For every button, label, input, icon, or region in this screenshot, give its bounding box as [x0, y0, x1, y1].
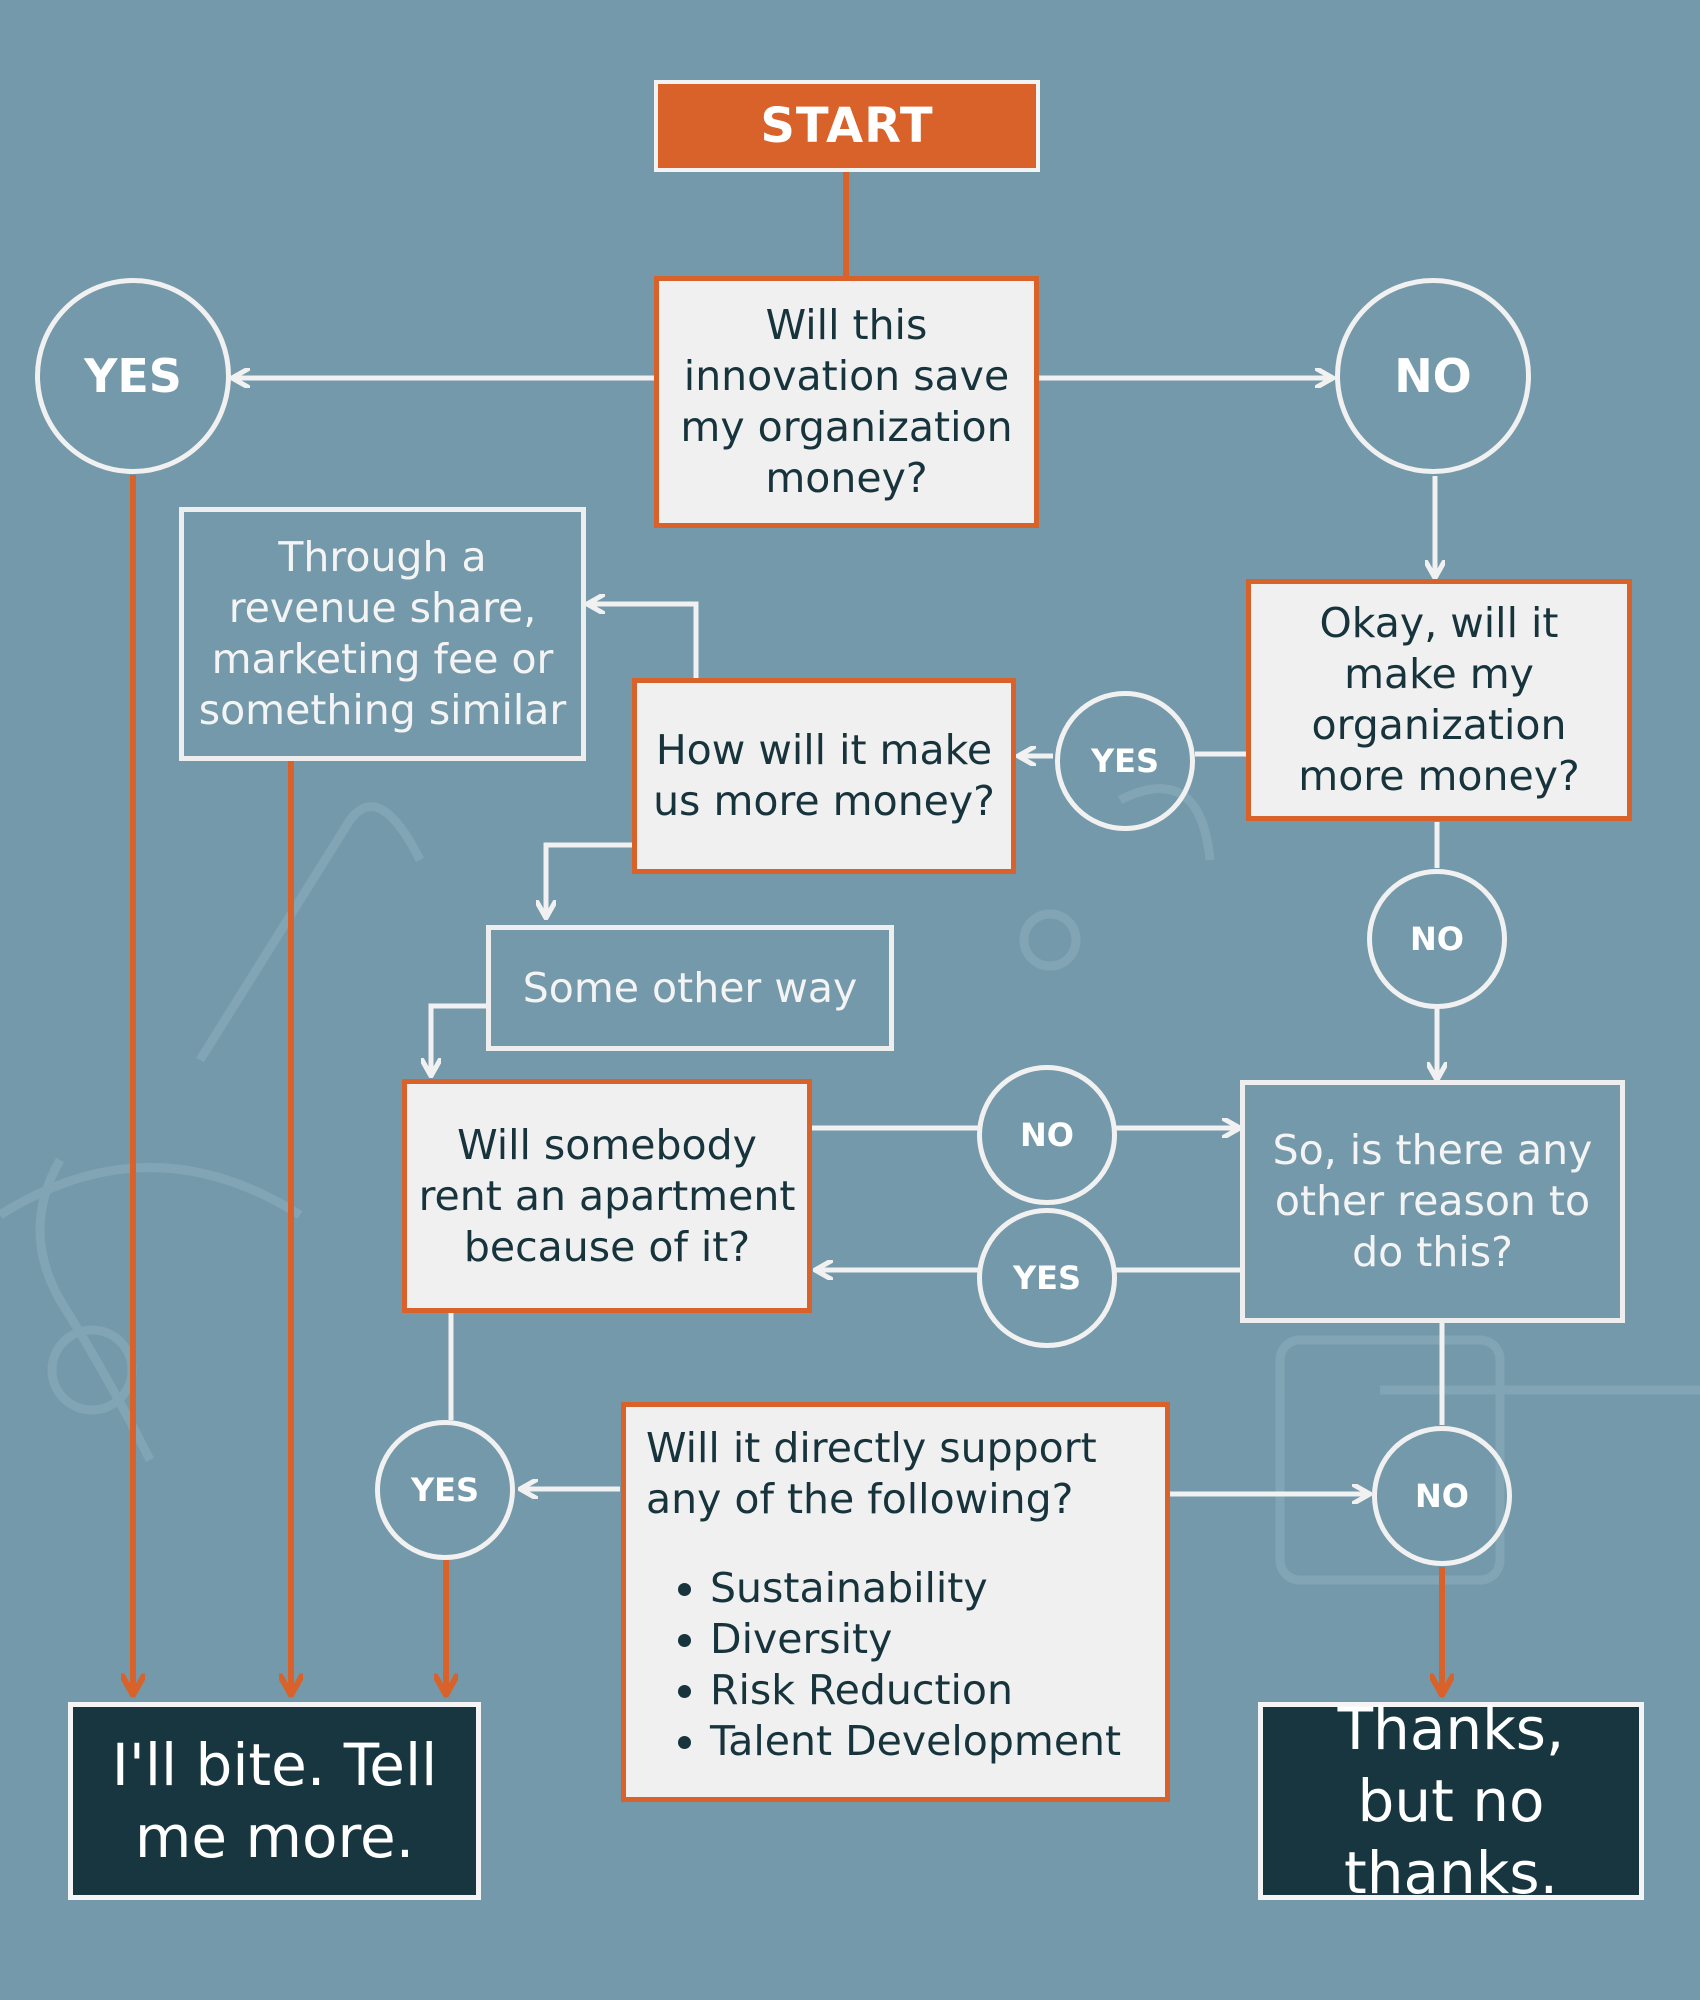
support-question-text: Will it directly support any of the foll… [646, 1424, 1097, 1523]
question-other-reason: So, is there any other reason to do this… [1240, 1080, 1625, 1323]
support-item-sustainability: Sustainability [710, 1563, 1143, 1614]
question-support: Will it directly support any of the foll… [621, 1402, 1170, 1802]
end-tell-me-more: I'll bite. Tell me more. [68, 1702, 481, 1900]
answer-make-no: NO [1367, 869, 1507, 1009]
support-item-risk-reduction: Risk Reduction [710, 1665, 1143, 1716]
end-no-thanks: Thanks, but no thanks. [1258, 1695, 1644, 1907]
answer-save-no: NO [1335, 278, 1531, 474]
answer-reason-yes: YES [977, 1208, 1117, 1348]
answer-save-yes: YES [35, 278, 231, 474]
support-item-talent-development: Talent Development [710, 1716, 1143, 1767]
question-make-money: Okay, will it make my organization more … [1246, 579, 1632, 821]
question-how-money: How will it make us more money? [632, 678, 1016, 874]
start-node: START [654, 80, 1040, 172]
background-decoration [0, 784, 1700, 1585]
question-save-money: Will this innovation save my organizatio… [654, 276, 1039, 528]
answer-make-yes: YES [1055, 691, 1195, 831]
arrow-other-way-to-q-rent [431, 1003, 487, 1076]
support-item-diversity: Diversity [710, 1614, 1143, 1665]
info-other-way: Some other way [486, 925, 894, 1051]
answer-rent-no: NO [977, 1065, 1117, 1205]
question-rent-apartment: Will somebody rent an apartment because … [402, 1079, 812, 1313]
support-list: Sustainability Diversity Risk Reduction … [646, 1563, 1143, 1767]
info-revenue-share: Through a revenue share, marketing fee o… [179, 507, 586, 761]
answer-support-yes: YES [375, 1420, 515, 1560]
answer-support-no: NO [1372, 1426, 1512, 1566]
arrow-q-how-to-other-way [546, 842, 633, 918]
arrow-q-how-to-revenue [587, 604, 699, 679]
